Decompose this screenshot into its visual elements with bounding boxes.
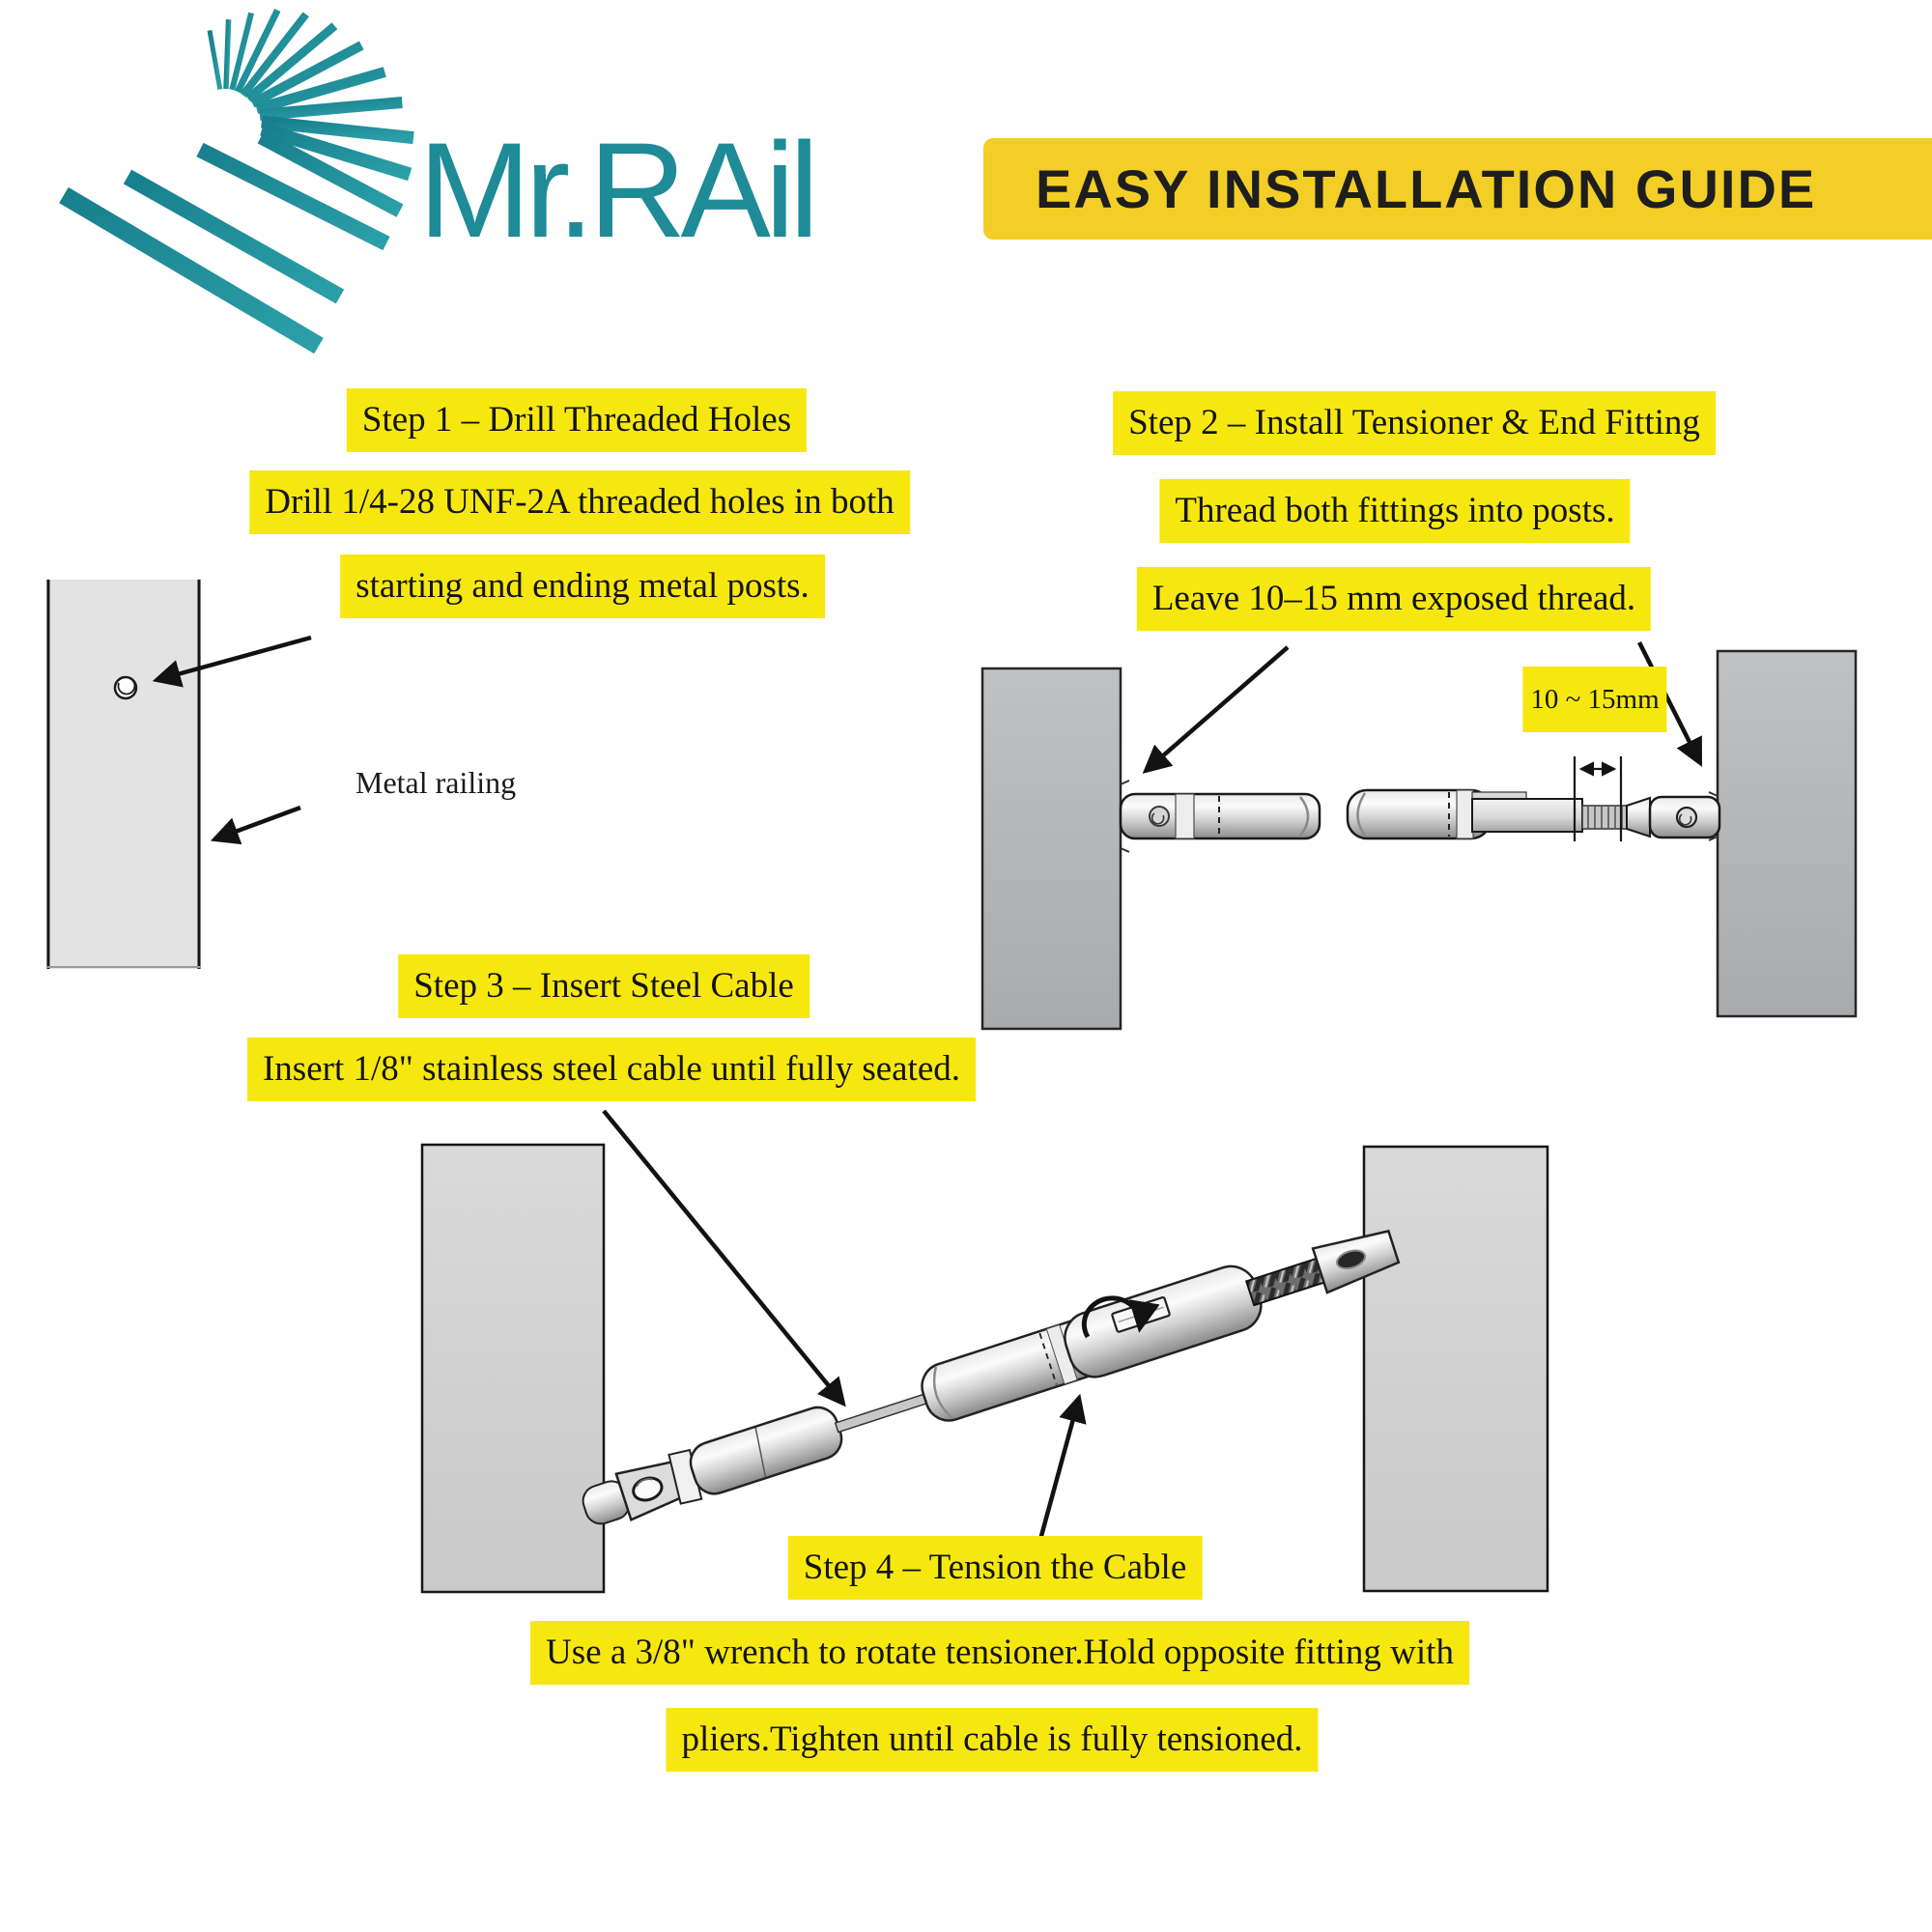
step1-diagram [46, 580, 312, 969]
step3-left-post [420, 1143, 606, 1594]
cable-rod [834, 1391, 933, 1434]
right-fitting-callout-arrow [1636, 640, 1703, 767]
step2-right-post [1716, 649, 1858, 1018]
step4-line2: pliers.Tighten until cable is fully tens… [666, 1708, 1319, 1772]
step3-right-post [1362, 1145, 1549, 1593]
step2-diagram [980, 640, 1858, 1031]
step3-line1: Insert 1/8" stainless steel cable until … [246, 1037, 977, 1101]
drilled-hole [113, 675, 138, 700]
cable-assembly [582, 1229, 1401, 1525]
right-jaw-fitting [1311, 1229, 1401, 1294]
exposed-thread [1581, 805, 1628, 830]
dimension-label: 10 ~ 15mm [1522, 667, 1667, 732]
banner: EASY INSTALLATION GUIDE [983, 138, 1932, 240]
railing-callout-arrow [210, 805, 301, 845]
step1-post [46, 580, 201, 969]
step2-line1: Thread both fittings into posts. [1159, 479, 1631, 543]
metal-railing-caption: Metal railing [355, 765, 517, 800]
step2-line2: Leave 10–15 mm exposed thread. [1136, 567, 1652, 631]
banner-title: EASY INSTALLATION GUIDE [1036, 158, 1817, 219]
step1-title: Step 1 – Drill Threaded Holes [346, 388, 808, 452]
hole-callout-arrow [152, 635, 312, 688]
tensioner-fitting [1346, 788, 1721, 840]
rotate-arrow-icon [1081, 1295, 1160, 1339]
end-fitting [1119, 792, 1321, 840]
step3-title: Step 3 – Insert Steel Cable [398, 954, 810, 1018]
logo-fan-icon [59, 8, 414, 355]
step2-title: Step 2 – Install Tensioner & End Fitting [1113, 391, 1716, 455]
step1-line2: starting and ending metal posts. [340, 554, 825, 618]
cable-callout-arrow [602, 1109, 846, 1407]
step4-line1: Use a 3/8" wrench to rotate tensioner.Ho… [530, 1621, 1469, 1685]
dimension-lines [1573, 756, 1623, 841]
step1-line1: Drill 1/4-28 UNF-2A threaded holes in bo… [249, 470, 910, 534]
logo-wordmark: Mr.RAil [418, 114, 813, 266]
step3-diagram [420, 1109, 1549, 1594]
step2-left-post [980, 667, 1122, 1031]
step4-title: Step 4 – Tension the Cable [787, 1536, 1203, 1600]
turnbuckle [921, 1264, 1263, 1422]
left-fitting-callout-arrow [1142, 645, 1290, 774]
